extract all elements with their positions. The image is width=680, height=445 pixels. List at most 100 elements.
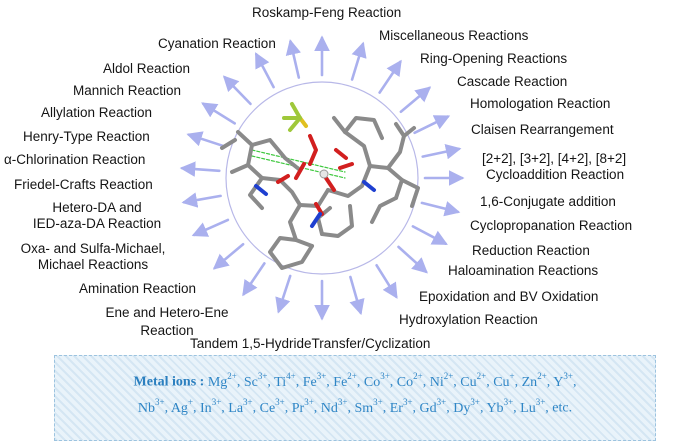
radial-arrow — [421, 143, 462, 160]
label-tandem: Tandem 1,5-HydrideTransfer/Cyclization — [190, 336, 431, 351]
label-claisen: Claisen Rearrangement — [471, 122, 614, 137]
label-ied-aza-da: IED-aza-DA Reaction — [32, 216, 162, 231]
ion-symbol: Ag — [170, 400, 188, 416]
ion-charge: 3+ — [436, 397, 447, 407]
ion-symbol: Co — [396, 374, 414, 390]
label-homologation: Homologation Reaction — [470, 96, 611, 111]
ion-charge: 2+ — [413, 371, 423, 381]
label-amination: Amination Reaction — [79, 281, 197, 296]
metal-ion: Mg2+ — [207, 371, 237, 390]
ion-symbol: Cu — [493, 374, 510, 390]
ion-charge: 3+ — [373, 397, 383, 407]
label-mannich: Mannich Reaction — [73, 83, 182, 98]
ion-charge: 3+ — [243, 397, 253, 407]
ion-symbol: Zn — [521, 374, 538, 390]
label-hetero-da: Hetero-DA and — [52, 200, 142, 215]
radial-arrow — [378, 59, 402, 94]
label-allylation: Allylation Reaction — [41, 105, 153, 120]
metal-ion: Yb3+ — [486, 397, 513, 416]
ion-symbol: Gd — [419, 400, 437, 416]
metal-ion: Ag+ — [170, 397, 193, 416]
radial-arrow — [201, 102, 236, 125]
label-cycloaddition-types: [2+2], [3+2], [4+2], [8+2] — [482, 151, 627, 166]
label-ene-reaction: Reaction — [140, 323, 194, 338]
label-epoxidation: Epoxidation and BV Oxidation — [419, 289, 599, 304]
metal-ion: Nb3+ — [138, 397, 165, 416]
radial-arrow — [399, 86, 432, 114]
metal-ions-line-2: Nb3+, Ag+, In3+, La3+, Ce3+, Pr3+, Nd3+,… — [137, 397, 573, 416]
label-ene: Ene and Hetero-Ene — [105, 305, 229, 320]
ion-symbol: Mg — [207, 374, 228, 390]
metal-ions-box: Metal ions : Mg2+, Sc3+, Ti4+, Fe3+, Fe2… — [54, 355, 656, 441]
ion-symbol: Lu — [520, 400, 536, 416]
ion-charge: 3+ — [257, 371, 268, 381]
radial-arrow — [285, 39, 302, 79]
label-miscellaneous: Miscellaneous Reactions — [379, 28, 529, 43]
metal-ion: Er3+ — [389, 397, 413, 416]
ion-charge: 2+ — [443, 371, 454, 381]
radial-arrow — [275, 274, 292, 314]
radial-arrow — [420, 201, 461, 217]
ion-charge: 4+ — [286, 371, 296, 381]
label-henry-type: Henry-Type Reaction — [23, 129, 150, 144]
label-cyanation: Cyanation Reaction — [158, 36, 276, 51]
label-ring-opening: Ring-Opening Reactions — [420, 51, 568, 66]
ion-charge: 3+ — [275, 397, 285, 407]
radial-arrow — [411, 225, 448, 245]
ion-symbol: Ti — [274, 374, 287, 390]
ion-symbol: La — [228, 400, 244, 416]
ion-charge: 2+ — [537, 371, 547, 381]
radial-arrow — [179, 161, 221, 177]
ion-symbol: Ni — [429, 374, 444, 390]
radial-arrow — [413, 115, 451, 135]
metal-ion: Y3+ — [553, 371, 573, 390]
label-oxa-sulfa-michael: Oxa- and Sulfa-Michael, — [20, 241, 166, 256]
metal-ion: Cu2+ — [460, 371, 486, 390]
metal-ion: Ni2+ — [429, 371, 454, 390]
center-circle — [225, 81, 419, 275]
ion-symbol: In — [200, 400, 212, 416]
metal-ion: Zn2+ — [521, 371, 547, 390]
label-conjugate-addition: 1,6-Conjugate addition — [480, 194, 616, 209]
label-cyclopropanation: Cyclopropanation Reaction — [470, 218, 633, 233]
ion-symbol: Nd — [320, 400, 338, 416]
radial-arrow — [212, 242, 245, 270]
metal-ion: Sm3+ — [354, 397, 382, 416]
metal-ion: Cu+ — [493, 371, 514, 390]
metal-ion: Pr3+ — [291, 397, 314, 416]
ion-charge: 2+ — [476, 371, 487, 381]
ion-charge: 3+ — [155, 397, 165, 407]
ion-charge: 2+ — [227, 371, 237, 381]
label-alpha-chlorination: α-Chlorination Reaction — [4, 152, 146, 167]
ion-symbol: Sm — [354, 400, 374, 416]
ion-symbol: Er — [389, 400, 403, 416]
radial-arrow — [222, 75, 252, 106]
label-cascade: Cascade Reaction — [457, 74, 568, 89]
radial-arrow — [350, 41, 367, 81]
metal-ion: Nd3+ — [320, 397, 348, 416]
ion-symbol: Y — [553, 374, 564, 390]
ion-charge: + — [509, 371, 515, 381]
metal-ion: Co3+ — [363, 371, 390, 390]
metal-ion: Co2+ — [396, 371, 423, 390]
ion-symbol: Fe — [302, 374, 317, 390]
label-michael: Michael Reactions — [37, 257, 149, 272]
metal-ion: Dy3+ — [453, 397, 480, 416]
ion-charge: 3+ — [503, 397, 514, 407]
metal-ion: Fe2+ — [333, 371, 357, 390]
metal-ion: Fe3+ — [302, 371, 327, 390]
label-aldol: Aldol Reaction — [103, 61, 191, 76]
ion-symbol: Pr — [291, 400, 305, 416]
metal-ion: Gd3+ — [419, 397, 447, 416]
radial-arrow — [181, 192, 222, 208]
ion-symbol: Co — [363, 374, 381, 390]
ion-charge: 3+ — [304, 397, 314, 407]
label-roskamp-feng: Roskamp-Feng Reaction — [252, 5, 402, 20]
ion-charge: 3+ — [470, 397, 480, 407]
ion-charge: 3+ — [402, 397, 413, 407]
molecule-structure — [220, 102, 420, 270]
ion-symbol: Fe — [333, 374, 348, 390]
metal-ion: Sc3+ — [244, 371, 268, 390]
